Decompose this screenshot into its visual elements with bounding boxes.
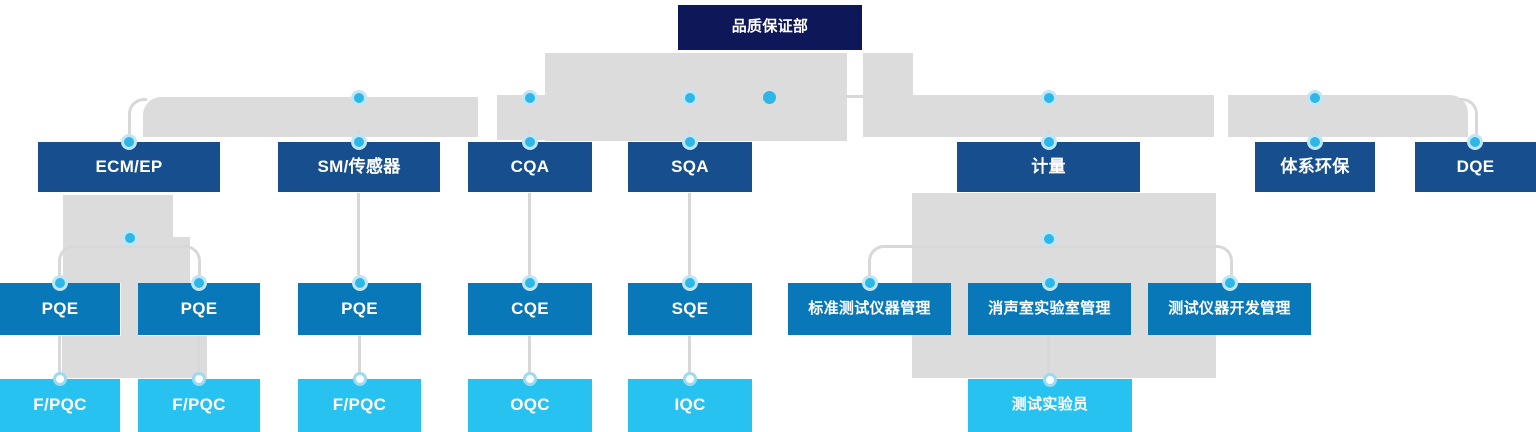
connector-curve (130, 245, 201, 286)
connector-dot (525, 278, 535, 288)
connector-dot (1044, 234, 1054, 244)
connector-dot (1044, 137, 1054, 147)
connector-curve (1459, 98, 1478, 145)
org-node-sqa: SQA (628, 142, 752, 192)
connector-dot-hollow (53, 372, 67, 386)
connector-line (688, 193, 691, 283)
connector-dot (1044, 93, 1054, 103)
connector-curve (868, 245, 1052, 286)
connector-curve (1050, 245, 1233, 286)
connector-dot-center (763, 91, 776, 104)
org-node-oqc: OQC (468, 379, 592, 432)
connector-block-right-stem (863, 53, 913, 97)
org-node-standard-test-instrument-mgmt: 标准测试仪器管理 (788, 283, 951, 335)
org-node-quality-assurance-dept: 品质保证部 (678, 5, 862, 50)
connector-dot-hollow (192, 372, 206, 386)
connector-line (688, 336, 691, 379)
connector-dot (685, 93, 695, 103)
connector-dot-hollow (683, 372, 697, 386)
org-node-cqe: CQE (468, 283, 592, 335)
org-node-test-instrument-dev-mgmt: 测试仪器开发管理 (1148, 283, 1311, 335)
connector-block-ecm-upper (63, 195, 173, 283)
org-node-fpqc-3: F/PQC (298, 379, 421, 432)
connector-dot-hollow (523, 372, 537, 386)
org-node-fpqc-2: F/PQC (138, 379, 260, 432)
connector-dot (685, 137, 695, 147)
connector-bridge (845, 95, 865, 98)
connector-line (58, 336, 61, 379)
org-node-metrology: 计量 (957, 142, 1140, 192)
connector-stub (528, 130, 531, 142)
connector-line (528, 336, 531, 379)
org-node-sqe: SQE (628, 283, 752, 335)
connector-dot (125, 233, 135, 243)
org-node-sm-sensor: SM/传感器 (278, 142, 440, 192)
connector-line (358, 336, 361, 379)
connector-stub (1313, 130, 1316, 142)
org-node-pqe-2: PQE (138, 283, 260, 335)
org-node-pqe-3: PQE (298, 283, 421, 335)
connector-dot (685, 278, 695, 288)
org-node-pqe-1: PQE (0, 283, 120, 335)
connector-line (357, 193, 360, 283)
connector-dot (1310, 137, 1320, 147)
connector-block-ecm-lower (62, 336, 207, 378)
org-node-test-lab-technician: 测试实验员 (968, 379, 1132, 432)
org-node-iqc: IQC (628, 379, 752, 432)
connector-line (197, 336, 200, 379)
connector-dot (525, 93, 535, 103)
org-node-fpqc-1: F/PQC (0, 379, 120, 432)
connector-dot (1225, 278, 1235, 288)
org-node-cqa: CQA (468, 142, 592, 192)
connector-band-left (143, 97, 478, 137)
connector-stub (688, 130, 691, 142)
connector-block-ecm-strip (121, 283, 138, 336)
connector-line (528, 193, 531, 283)
connector-dot-hollow (1043, 373, 1057, 387)
connector-curve (58, 245, 131, 286)
connector-dot-hollow (353, 372, 367, 386)
connector-band-center-left (497, 95, 545, 140)
connector-dot (194, 278, 204, 288)
connector-dot (1470, 137, 1480, 147)
connector-dot (124, 137, 134, 147)
connector-curve (128, 98, 147, 145)
org-node-ecm-ep: ECM/EP (38, 142, 220, 192)
connector-dot (354, 137, 364, 147)
connector-dot (55, 278, 65, 288)
connector-band-far-right (1228, 95, 1468, 137)
connector-dot (1045, 278, 1055, 288)
connector-dot (354, 93, 364, 103)
connector-dot (1310, 93, 1320, 103)
connector-stub (1047, 130, 1050, 142)
connector-dot (865, 278, 875, 288)
connector-block-center (545, 53, 847, 141)
org-node-dqe: DQE (1415, 142, 1536, 192)
connector-line (1047, 336, 1050, 381)
org-node-anechoic-chamber-lab-mgmt: 消声室实验室管理 (968, 283, 1131, 335)
connector-stub (357, 130, 360, 142)
connector-dot (525, 137, 535, 147)
org-node-system-environment: 体系环保 (1255, 142, 1375, 192)
connector-dot (355, 278, 365, 288)
connector-band-right (863, 95, 1214, 137)
